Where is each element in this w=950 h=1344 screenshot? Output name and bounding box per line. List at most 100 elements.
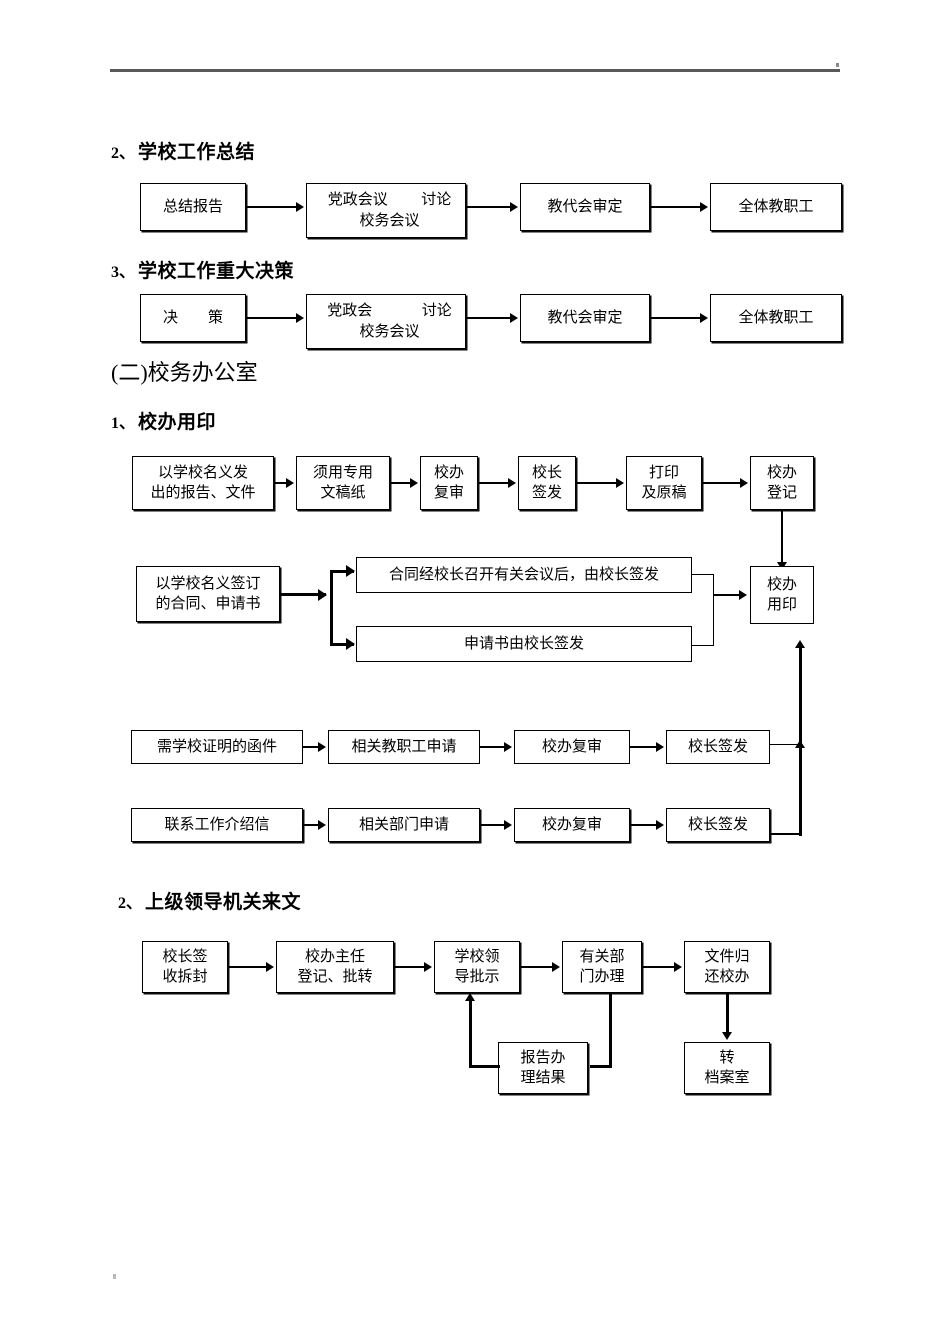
flow3-row2-source: 以学校名义签订 的合同、申请书 (136, 566, 280, 622)
flow1-arrowhead-2 (510, 202, 518, 212)
flow3-row4-arrowhead-2 (504, 820, 512, 830)
flow4-arrowhead-2 (424, 962, 432, 972)
flow3-row4-node-4: 校长签发 (666, 808, 770, 842)
flow4-connector-2 (394, 966, 426, 968)
flow3-row4-arrowhead-3 (656, 820, 664, 830)
flow3-seal-arrowhead-up (795, 640, 805, 648)
flow2-node-2: 党政会 讨论 校务会议 (306, 294, 466, 349)
section-4-number: 2、 (118, 895, 143, 912)
flow3-row1-node-4: 校长 签发 (518, 456, 576, 510)
flow2-connector-1 (246, 317, 298, 319)
flow3-row2-branch-top: 合同经校长召开有关会议后，由校长签发 (356, 557, 692, 593)
flow3-row3-node-4: 校长签发 (666, 730, 770, 764)
flow3-row3-connector-3 (630, 746, 658, 748)
flow3-row4-node-2: 相关部门申请 (328, 808, 480, 842)
flow3-row3-arrowhead-1 (318, 742, 326, 752)
flow4-archive-node: 转 档案室 (684, 1042, 770, 1094)
header-end-mark (836, 63, 839, 67)
flow4-node-2: 校办主任 登记、批转 (276, 941, 394, 993)
flow3-row3-node-3: 校办复审 (514, 730, 630, 764)
flow1-node-3: 教代会审定 (520, 183, 650, 231)
flow3-row2-fork-bus (330, 570, 333, 646)
flow3-row4-connector-3 (630, 824, 658, 826)
flow3-row2-fork-arrowhead (318, 589, 327, 601)
flow2-connector-2 (466, 317, 512, 319)
flow3-row3-arrowhead-2 (504, 742, 512, 752)
flow4-node-1: 校长签 收拆封 (142, 941, 228, 993)
section-1-number: 1、 (111, 415, 136, 432)
flow4-archive-arrowhead (722, 1032, 732, 1040)
footer-mark (113, 1274, 116, 1279)
flow1-node-1: 总结报告 (140, 183, 246, 231)
section-4-title: 上级领导机关来文 (145, 891, 302, 913)
flow4-arrowhead-3 (552, 962, 560, 972)
flow1-connector-1 (246, 206, 298, 208)
flow3-row1-node-3: 校办 复审 (420, 456, 478, 510)
flow3-row1-node-2: 须用专用 文稿纸 (296, 456, 390, 510)
flow3-row3-node-2: 相关教职工申请 (328, 730, 480, 764)
flow4-feedback-left (590, 1065, 612, 1068)
flow4-connector-1 (228, 966, 268, 968)
flow3-row4-node-3: 校办复审 (514, 808, 630, 842)
flow1-arrowhead-3 (700, 202, 708, 212)
flow3-row2-branch-bottom: 申请书由校长签发 (356, 626, 692, 662)
flow1-node-2: 党政会议 讨论 校务会议 (306, 183, 466, 238)
flow3-row2-merge-bus (713, 574, 714, 646)
flow4-node-4: 有关部 门办理 (562, 941, 642, 993)
flow3-row1-node-6: 校办 登记 (750, 456, 814, 510)
flow1-connector-3 (650, 206, 702, 208)
section-2-title: 学校工作总结 (138, 141, 256, 163)
flow3-row4-merge-line (770, 833, 801, 835)
flow3-row3-connector-2 (480, 746, 506, 748)
flow4-connector-4 (642, 966, 676, 968)
flow3-row2-fork-stem (280, 593, 326, 596)
flow3-row1-arrowhead-2 (410, 478, 418, 488)
flow3-row1-connector-3 (478, 482, 510, 484)
flow3-row4-arrowhead-1 (318, 820, 326, 830)
flow2-node-4: 全体教职工 (710, 294, 842, 342)
flow3-row1-connector-5 (702, 482, 742, 484)
flow4-report-arrowhead (465, 993, 475, 1001)
flow3-row4-connector-2 (480, 824, 506, 826)
flow4-arrowhead-1 (266, 962, 274, 972)
flow4-connector-3 (520, 966, 554, 968)
flow3-row1-node-1: 以学校名义发 出的报告、文件 (132, 456, 274, 510)
flow3-row2-merge-bottom (692, 645, 714, 646)
flow4-node-5: 文件归 还校办 (684, 941, 770, 993)
flow2-node-2-line1: 党政会 讨论 (327, 303, 452, 320)
flow3-row2-fork-top (330, 570, 354, 573)
flow4-feedback-node: 报告办 理结果 (498, 1042, 588, 1094)
flow2-arrowhead-1 (296, 313, 304, 323)
flow3-row1-connector-4 (576, 482, 618, 484)
flow4-feedback-down (609, 993, 612, 1067)
flow3-row1-connector-1 (274, 482, 288, 484)
flow3-row2-arrowhead-top (346, 565, 355, 577)
flow3-row1-arrowhead-3 (508, 478, 516, 488)
flow3-seal-connector-down (781, 510, 783, 564)
flow3-row1-arrowhead-5 (740, 478, 748, 488)
section-2-number: 2、 (111, 145, 136, 162)
flow3-row2-fork-bottom (330, 643, 354, 646)
flow3-row3-connector-1 (303, 746, 321, 748)
flow4-archive-down (726, 993, 729, 1035)
flow3-row2-arrowhead-bottom (346, 638, 355, 650)
section-3-number: 3、 (111, 264, 136, 281)
flow2-node-2-line2: 校务会议 (359, 323, 420, 340)
section-1-title: 校办用印 (138, 411, 217, 433)
flow3-row4-node-1: 联系工作介绍信 (131, 808, 303, 842)
flow3-row1-arrowhead-1 (286, 478, 294, 488)
flow4-report-left (470, 1065, 500, 1068)
flow3-row2-merge-arrowhead (739, 590, 747, 600)
flow4-arrowhead-4 (674, 962, 682, 972)
header-rule (110, 69, 840, 72)
flow1-node-2-line2: 校务会议 (359, 212, 420, 229)
flow4-report-up (469, 1000, 472, 1068)
flow3-seal-node: 校办 用印 (750, 566, 814, 624)
flow3-row1-connector-2 (390, 482, 412, 484)
flow2-connector-3 (650, 317, 702, 319)
flow3-row1-arrowhead-4 (616, 478, 624, 488)
flow3-row3-arrowhead-3 (656, 742, 664, 752)
flow3-row3-node-1: 需学校证明的函件 (131, 730, 303, 764)
flow3-row2-merge-stem (713, 594, 743, 596)
